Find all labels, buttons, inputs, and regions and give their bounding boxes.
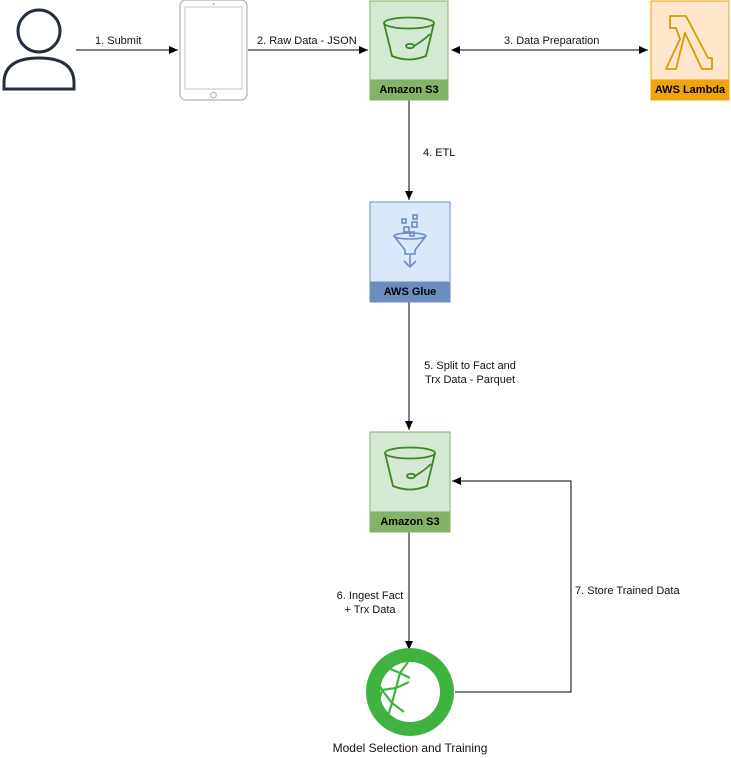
model-caption: Model Selection and Training [332, 741, 488, 755]
s3-bucket-icon [383, 16, 435, 61]
edge-label-submit: 1. Submit [95, 34, 142, 48]
lambda-label: AWS Lambda [654, 84, 726, 96]
edge-label-etl: 4. ETL [423, 146, 456, 160]
edge-label-raw-data: 2. Raw Data - JSON [257, 34, 357, 48]
edge-label-store-trained: 7. Store Trained Data [575, 584, 680, 598]
edge-label-ingest: 6. Ingest Fact + Trx Data [333, 589, 407, 617]
s3-top-label: Amazon S3 [379, 84, 439, 96]
edge-label-ingest-line1: 6. Ingest Fact [336, 590, 404, 602]
glue-node[interactable] [369, 201, 451, 303]
glue-label: AWS Glue [383, 286, 437, 298]
s3-node-top[interactable] [369, 0, 449, 101]
edge-label-split: 5. Split to Fact and Trx Data - Parquet [421, 359, 519, 387]
tablet-icon[interactable] [179, 0, 248, 101]
connectors [76, 46, 648, 693]
edge-label-ingest-line2: + Trx Data [344, 604, 396, 616]
lambda-node[interactable] [650, 0, 730, 101]
s3-bottom-label: Amazon S3 [380, 516, 440, 528]
edge-label-data-preparation: 3. Data Preparation [504, 34, 600, 48]
glue-funnel-icon [393, 214, 427, 269]
user-icon [2, 8, 76, 91]
s3-node-bottom[interactable] [369, 431, 451, 533]
s3-bucket-icon [384, 446, 436, 491]
edge-label-split-line2: Trx Data - Parquet [424, 374, 516, 386]
edge-store-trained [452, 477, 572, 693]
sagemaker-icon[interactable] [366, 648, 454, 736]
edge-label-split-line1: 5. Split to Fact and [424, 360, 516, 372]
lambda-icon [665, 15, 713, 70]
